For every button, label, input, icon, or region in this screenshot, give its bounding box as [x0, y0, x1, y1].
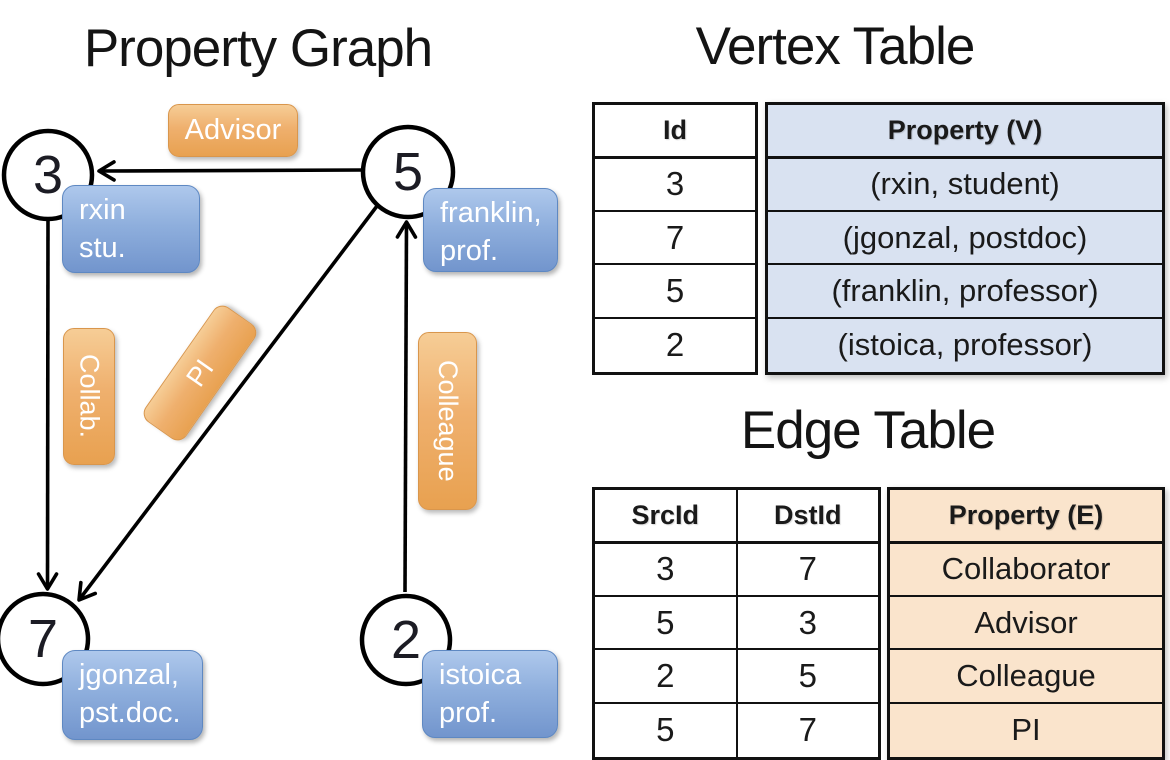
table-cell: 3 — [595, 159, 755, 213]
edge-pi-5-to-7 — [77, 204, 379, 602]
edge-collab-3-to-7 — [36, 217, 59, 591]
vertex-prop-line: istoica — [439, 659, 522, 691]
table-cell: 5 — [595, 265, 755, 319]
node-id-5: 5 — [392, 142, 424, 202]
graph-edges-and-nodes — [0, 124, 456, 687]
table-cell: 5 — [656, 711, 675, 749]
table-row: 5 7 — [595, 703, 879, 758]
vertex-prop-box-3: rxin stu. — [62, 185, 200, 273]
vertex-prop-line: stu. — [79, 232, 126, 264]
node-id-7: 7 — [27, 609, 59, 669]
vertex-table-property-column: Property (V) (rxin, student) (jgonzal, p… — [765, 102, 1165, 375]
edge-table-header-dstid: DstId — [735, 490, 879, 541]
vertex-prop-box-2: istoica prof. — [422, 650, 558, 738]
table-cell: (franklin, professor) — [768, 265, 1162, 319]
table-cell: 3 — [656, 550, 675, 588]
vertex-prop-line: jgonzal, — [79, 659, 179, 691]
vertex-table-header-id: Id — [595, 105, 755, 159]
table-cell: (rxin, student) — [768, 159, 1162, 213]
table-cell: Collaborator — [890, 544, 1162, 598]
table-row: 2 5 — [595, 650, 879, 704]
property-graph-panel: Property Graph 3 5 7 2 Advisor Collab. — [0, 0, 580, 760]
node-id-3: 3 — [32, 145, 64, 205]
edge-table-title: Edge Table — [740, 401, 996, 460]
table-row: 5 3 — [595, 597, 879, 651]
table-cell: PI — [1011, 712, 1041, 748]
vertex-prop-line: pst.doc. — [79, 697, 181, 729]
edge-table-property-column: Property (E) Collaborator Advisor Collea… — [887, 487, 1165, 760]
vertex-prop-line: franklin, — [440, 197, 542, 229]
table-cell: (jgonzal, postdoc) — [768, 212, 1162, 266]
table-cell: 7 — [735, 703, 879, 758]
vertex-prop-line: prof. — [440, 235, 499, 267]
table-cell: Colleague — [890, 650, 1162, 704]
edge-table-header-property: Property (E) — [890, 490, 1162, 544]
edge-colleague-2-to-5 — [395, 220, 418, 593]
table-cell: Advisor — [890, 597, 1162, 651]
edge-table-id-columns: SrcId DstId 3 7 5 3 2 5 5 7 — [592, 487, 881, 760]
property-graph-title: Property Graph — [83, 19, 433, 78]
table-cell: 7 — [595, 212, 755, 266]
table-cell: 3 — [735, 597, 879, 649]
table-cell: 2 — [665, 326, 685, 364]
vertex-prop-line: rxin — [79, 194, 126, 226]
table-cell: 5 — [656, 603, 675, 641]
vertex-prop-box-5: franklin, prof. — [423, 188, 558, 272]
table-cell: (istoica, professor) — [837, 327, 1093, 363]
vertex-prop-box-7: jgonzal, pst.doc. — [62, 650, 203, 740]
edge-advisor-5-to-3 — [97, 160, 364, 182]
edge-table-header-row: SrcId DstId — [595, 490, 878, 544]
table-cell: 5 — [735, 650, 879, 702]
table-cell: 7 — [735, 543, 879, 596]
edge-table-header-srcid: SrcId — [631, 499, 700, 530]
edge-label-collab: Collab. — [63, 328, 115, 465]
vertex-table-title: Vertex Table — [695, 17, 976, 76]
table-cell: 2 — [656, 657, 675, 695]
vertex-table-id-column: Id 3 7 5 2 — [592, 102, 758, 375]
vertex-prop-line: prof. — [439, 697, 498, 729]
table-row: 3 7 — [595, 543, 879, 598]
edge-label-advisor: Advisor — [168, 104, 298, 157]
edge-label-colleague: Colleague — [418, 332, 477, 510]
node-id-2: 2 — [390, 610, 422, 670]
vertex-table-header-property: Property (V) — [768, 105, 1162, 159]
